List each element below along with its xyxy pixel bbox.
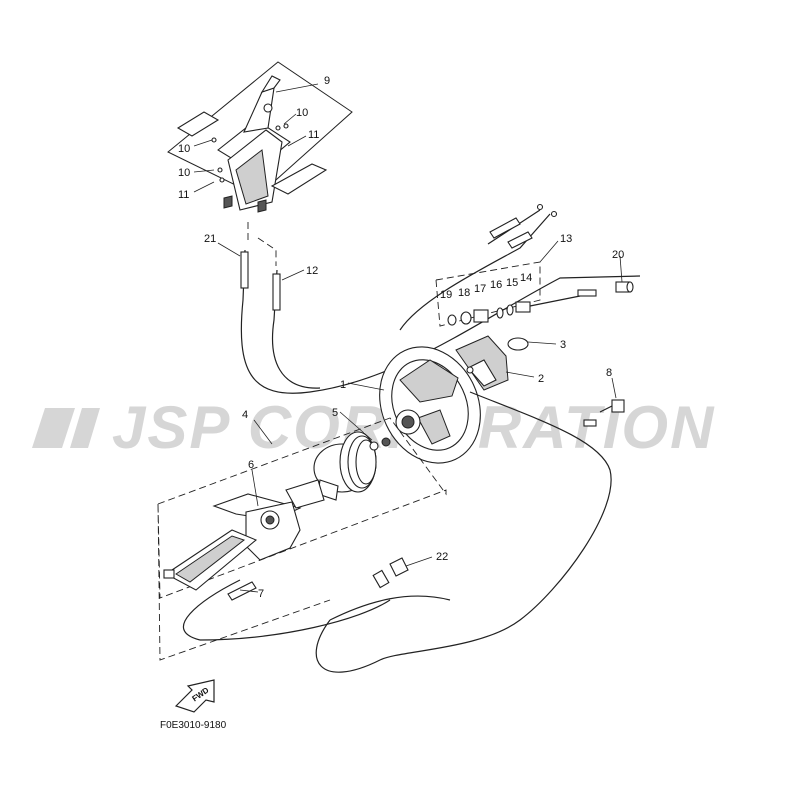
callout-18: 18 [458, 287, 470, 299]
callout-8: 8 [606, 367, 612, 379]
throttle-cable-12 [271, 269, 321, 389]
callout-labels: 1 2 3 4 5 6 7 8 9 10 10 10 11 11 12 13 1… [178, 75, 624, 600]
callout-14: 14 [520, 272, 532, 284]
helm-group-box-4 [157, 417, 447, 661]
helm-unit-5 [313, 431, 391, 501]
fitting-8 [583, 399, 625, 427]
callout-15: 15 [506, 277, 518, 289]
callout-21: 21 [204, 233, 216, 245]
callout-10c: 10 [178, 167, 190, 179]
callout-11b: 11 [178, 189, 189, 201]
callout-1: 1 [340, 379, 346, 391]
diagram-code: F0E3010-9180 [160, 720, 227, 731]
callout-22: 22 [436, 551, 448, 563]
remote-control-assembly [167, 61, 353, 213]
callout-12: 12 [306, 265, 318, 277]
callout-17: 17 [474, 283, 486, 295]
callout-9: 9 [324, 75, 330, 87]
callout-5: 5 [332, 407, 338, 419]
callout-7: 7 [258, 588, 264, 600]
bracket-assembly-6 [163, 479, 325, 591]
fitting-20 [615, 281, 634, 293]
main-cable-loop [315, 391, 612, 673]
callout-13: 13 [560, 233, 572, 245]
callout-16: 16 [490, 279, 502, 291]
callout-2: 2 [538, 373, 544, 385]
callout-3: 3 [560, 339, 566, 351]
cable-end-7 [227, 581, 257, 601]
callout-6: 6 [248, 459, 254, 471]
steering-wheel-1 [379, 346, 481, 464]
callout-4: 4 [242, 409, 248, 421]
pad-3 [507, 337, 529, 351]
callout-10a: 10 [296, 107, 308, 119]
callout-10b: 10 [178, 143, 190, 155]
callout-19: 19 [440, 289, 452, 301]
callout-11a: 11 [308, 129, 319, 141]
leader-lines [193, 83, 623, 593]
cable-clamp-22 [372, 557, 409, 589]
callout-20: 20 [612, 249, 624, 261]
parts-group-13 [435, 261, 597, 327]
steering-cover-2 [455, 335, 509, 391]
fwd-arrow-icon: FWD [174, 679, 215, 713]
